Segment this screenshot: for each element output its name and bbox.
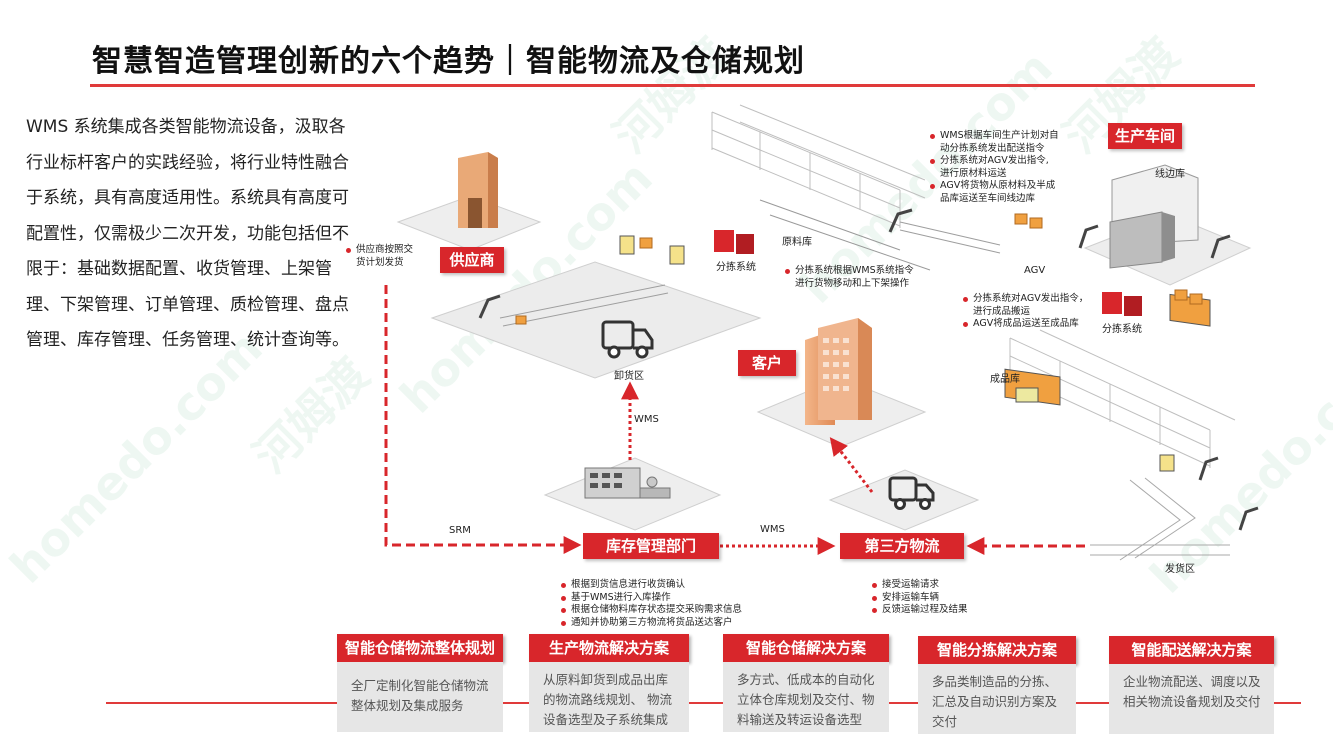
bullet-icon xyxy=(963,322,968,327)
bullet-icon xyxy=(872,583,877,588)
finished-store-label: 成品库 xyxy=(990,374,1020,385)
bullet-icon xyxy=(963,297,968,302)
card-title: 智能仓储物流整体规划 xyxy=(337,634,503,662)
line-store-label: 线边库 xyxy=(1155,169,1185,180)
srm-flow-line xyxy=(384,285,582,554)
bullet-icon xyxy=(872,608,877,613)
supplier-note: 供应商按照交货计划发货 xyxy=(346,244,430,269)
raw-warehouse-racks xyxy=(711,104,931,271)
bullet-icon xyxy=(785,269,790,274)
title-divider xyxy=(90,84,1255,87)
bullet-icon xyxy=(930,134,935,139)
sorting-system-2 xyxy=(1102,292,1142,316)
wms-mid-label: WMS xyxy=(760,524,785,535)
supplier-tag: 供应商 xyxy=(440,247,504,273)
unload-conveyor xyxy=(499,284,669,327)
intro-paragraph: WMS 系统集成各类智能物流设备，汲取各行业标杆客户的实践经验，将行业特性融合于… xyxy=(26,117,349,350)
solution-card-sorting: 智能分拣解决方案 多品类制造品的分拣、汇总及自动识别方案及交付 xyxy=(918,636,1076,734)
agv-label: AGV xyxy=(1024,265,1046,276)
raw-store-label: 原料库 xyxy=(782,237,812,248)
bullet-icon xyxy=(561,583,566,588)
truck-icon xyxy=(601,320,654,359)
sorting-label-2: 分拣系统 xyxy=(1102,324,1142,335)
truck-icon xyxy=(888,476,935,510)
bullet-icon xyxy=(930,159,935,164)
bullet-icon xyxy=(561,608,566,613)
solution-card-delivery: 智能配送解决方案 企业物流配送、调度以及相关物流设备规划及交付 xyxy=(1109,636,1274,734)
card-body: 全厂定制化智能仓储物流整体规划及集成服务 xyxy=(337,662,503,732)
sorting-label-1: 分拣系统 xyxy=(716,262,756,273)
unload-area-label: 卸货区 xyxy=(614,371,644,382)
srm-label: SRM xyxy=(449,525,471,536)
bullet-icon xyxy=(561,620,566,626)
ship-area-label: 发货区 xyxy=(1165,564,1195,575)
bottom-divider xyxy=(106,702,1301,704)
bullet-icon xyxy=(872,595,877,601)
third-party-tag: 第三方物流 xyxy=(840,533,964,559)
card-body: 多方式、低成本的自动化立体仓库规划及交付、物料输送及转运设备选型 xyxy=(723,662,889,732)
customer-building xyxy=(805,318,872,425)
page-title: 智慧智造管理创新的六个趋势｜智能物流及仓储规划 xyxy=(92,44,805,79)
bullet-icon xyxy=(930,184,935,189)
card-title: 智能仓储解决方案 xyxy=(723,634,889,662)
card-title: 智能分拣解决方案 xyxy=(918,636,1076,664)
supplier-building xyxy=(458,152,498,228)
customer-tag: 客户 xyxy=(738,350,796,376)
shipping-conveyor xyxy=(1090,477,1230,561)
line-side-store xyxy=(1109,164,1199,269)
production-tag: 生产车间 xyxy=(1108,123,1182,149)
card-body: 多品类制造品的分拣、汇总及自动识别方案及交付 xyxy=(918,664,1076,734)
card-body: 企业物流配送、调度以及相关物流设备规划及交付 xyxy=(1109,664,1274,734)
card-title: 智能配送解决方案 xyxy=(1109,636,1274,664)
solution-card-production: 生产物流解决方案 从原料卸货到成品出库的物流路线规划、 物流设备选型及子系统集成 xyxy=(529,634,689,732)
bullet-icon xyxy=(346,248,351,253)
card-title: 生产物流解决方案 xyxy=(529,634,689,662)
solution-card-planning: 智能仓储物流整体规划 全厂定制化智能仓储物流整体规划及集成服务 xyxy=(337,634,503,732)
card-body: 从原料卸货到成品出库的物流路线规划、 物流设备选型及子系统集成 xyxy=(529,662,689,732)
sorting-finish-note: 分拣系统对AGV发出指令，进行成品搬运 AGV将成品运送至成品库 xyxy=(963,293,1098,331)
customer-flow-line xyxy=(829,437,874,493)
solution-card-warehouse: 智能仓储解决方案 多方式、低成本的自动化立体仓库规划及交付、物料输送及转运设备选… xyxy=(723,634,889,732)
wms-up-label: WMS xyxy=(634,414,659,425)
inventory-note: 根据到货信息进行收货确认 基于WMS进行入库操作 根据仓储物料库存状态提交采购需… xyxy=(561,579,771,629)
robot-arm-icon xyxy=(478,208,1259,531)
bullet-icon xyxy=(561,595,566,601)
production-conveyor xyxy=(899,221,1001,254)
production-note: WMS根据车间生产计划对自动分拣系统发出配送指令 分拣系统对AGV发出指令,进行… xyxy=(930,130,1080,205)
inventory-dept-tag: 库存管理部门 xyxy=(583,533,719,559)
sorting-system-1 xyxy=(714,230,754,254)
forklift-icon xyxy=(619,235,1175,472)
inventory-desk-icon xyxy=(584,467,671,499)
sorting-center-note: 分拣系统根据WMS系统指令进行货物移动和上下架操作 xyxy=(785,265,935,290)
third-party-note: 接受运输请求 安排运输车辆 反馈运输过程及结果 xyxy=(872,579,1002,617)
unload-platform xyxy=(430,261,762,379)
finished-agv xyxy=(1015,387,1039,403)
